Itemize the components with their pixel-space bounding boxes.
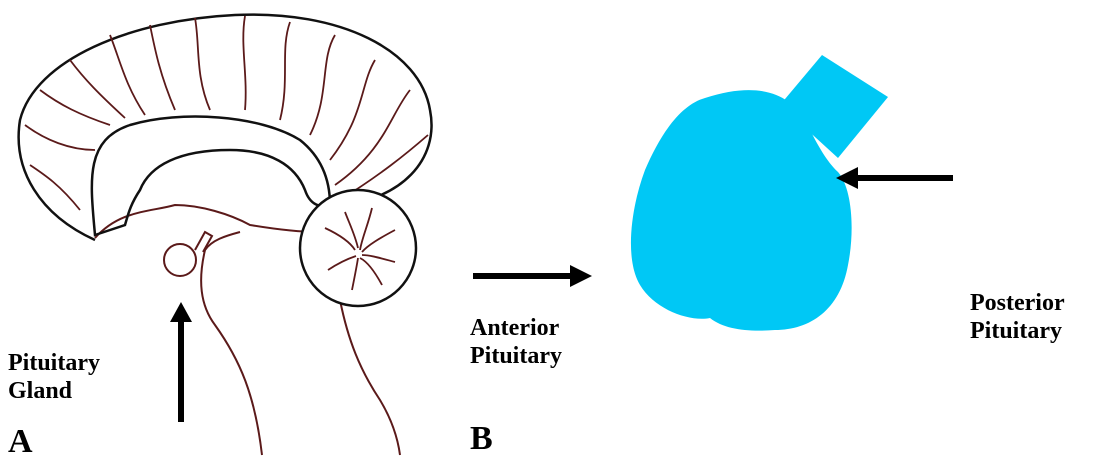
posterior-label-line2: Pituitary <box>970 317 1065 345</box>
posterior-pituitary-label: Posterior Pituitary <box>970 289 1065 346</box>
anterior-label-line1: Anterior <box>470 314 562 342</box>
pituitary-gland-label-line2: Gland <box>8 377 100 405</box>
pituitary-gland-label: Pituitary Gland <box>8 349 100 406</box>
corpus-callosum <box>92 117 330 235</box>
pituitary-gland-enlarged <box>631 55 888 331</box>
anterior-label-line2: Pituitary <box>470 342 562 370</box>
pituitary-arrow-head <box>170 302 192 322</box>
anterior-arrow-head <box>570 265 592 287</box>
panel-letter-a: A <box>8 425 33 459</box>
gyri-lines <box>25 16 428 210</box>
panel-letter-b: B <box>470 422 493 456</box>
anterior-pituitary-label: Anterior Pituitary <box>470 314 562 371</box>
pituitary-gland-label-line1: Pituitary <box>8 349 100 377</box>
posterior-label-line1: Posterior <box>970 289 1065 317</box>
cerebellum <box>300 190 416 306</box>
